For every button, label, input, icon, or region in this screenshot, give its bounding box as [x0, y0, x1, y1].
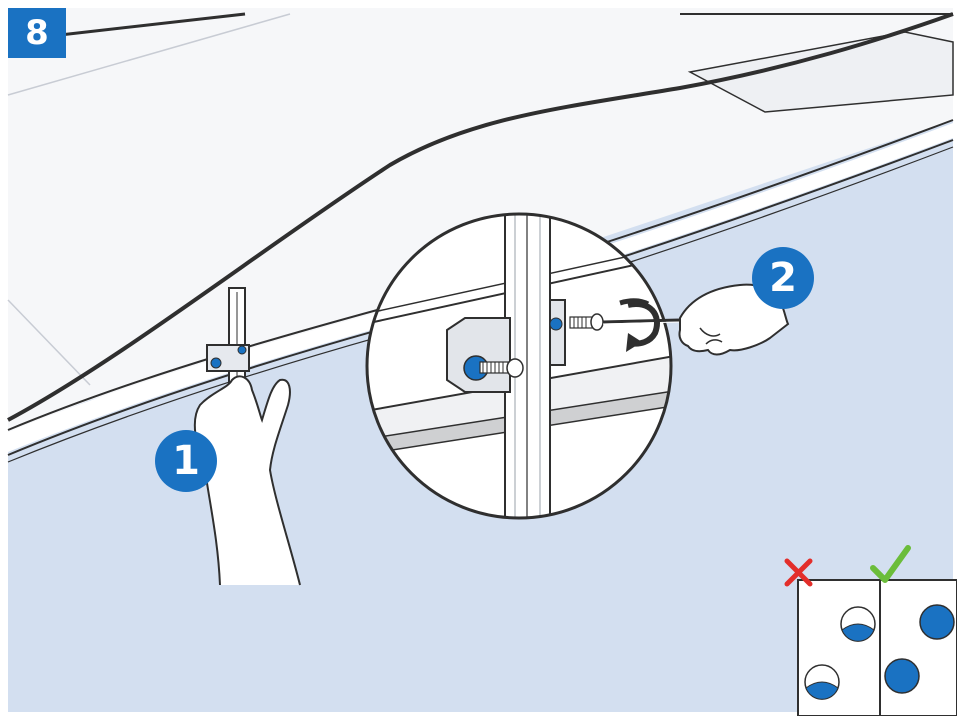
check-icon — [870, 545, 911, 583]
step-number: 8 — [25, 13, 49, 53]
right-example — [884, 604, 955, 694]
cross-icon — [784, 558, 813, 587]
callout-2: 2 — [752, 247, 814, 309]
step-number-badge: 8 — [8, 8, 66, 58]
callout-1-label: 1 — [172, 438, 200, 484]
screwdriver — [569, 313, 681, 331]
callout-1: 1 — [155, 430, 217, 492]
hole-alignment-guide — [797, 579, 957, 716]
callout-2-label: 2 — [769, 255, 797, 301]
wrong-example — [804, 606, 876, 700]
tv-edge — [7, 12, 954, 422]
hand-right — [678, 283, 790, 356]
tv-back-panel — [687, 31, 954, 113]
magnifier — [365, 212, 673, 520]
